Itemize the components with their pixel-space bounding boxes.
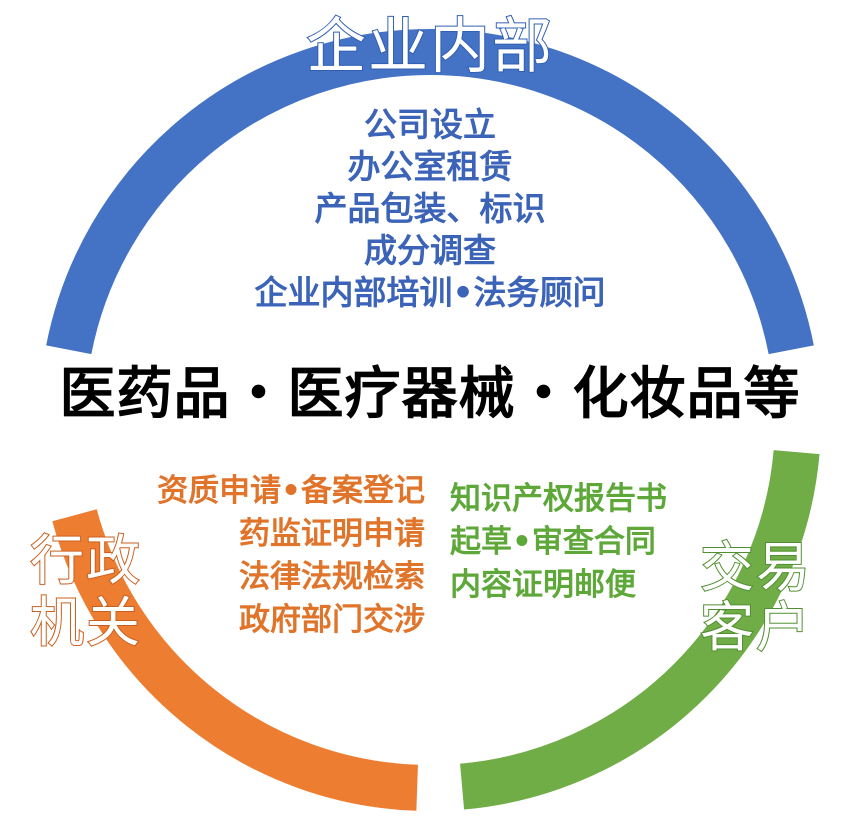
segment-title-left: 行政 机关: [29, 529, 170, 655]
list-item: 公司设立: [364, 105, 496, 144]
list-item: 内容证明邮便: [450, 567, 636, 603]
list-item: 法律法规检索: [239, 559, 425, 595]
ring-segment-top: [46, 28, 814, 355]
list-item: 办公室租赁: [347, 147, 513, 186]
segment-title-line: 行政: [29, 529, 142, 593]
list-item: 成分调查: [364, 231, 496, 270]
segment-list-right: 知识产权报告书 起草•审查合同 内容证明邮便: [450, 478, 730, 607]
list-item: 药监证明申请: [239, 516, 425, 552]
segment-list-top: 公司设立 办公室租赁 产品包装、标识 成分调查 企业内部培训•法务顾问: [0, 104, 860, 314]
segment-title-top: 企业内部: [305, 12, 554, 82]
segment-title-line: 交易: [699, 536, 812, 599]
list-item: 产品包装、标识: [314, 189, 546, 228]
segment-list-left: 资质申请•备案登记 药监证明申请 法律法规检索 政府部门交涉: [95, 470, 425, 642]
list-item: 政府部门交涉: [239, 602, 425, 638]
center-title: 医药品・医疗器械・化妆品等: [59, 362, 801, 427]
list-item: 知识产权报告书: [450, 481, 667, 517]
list-item: 企业内部培训•法务顾问: [254, 273, 606, 312]
segment-title-line: 机关: [29, 591, 142, 655]
segment-title-right: 交易 客户: [699, 536, 840, 659]
ring-segment-right: [460, 450, 820, 810]
list-item: 起草•审查合同: [450, 524, 656, 560]
segment-title-line: 客户: [699, 596, 812, 659]
ring-segment-left: [52, 509, 418, 811]
list-item: 资质申请•备案登记: [157, 473, 425, 509]
